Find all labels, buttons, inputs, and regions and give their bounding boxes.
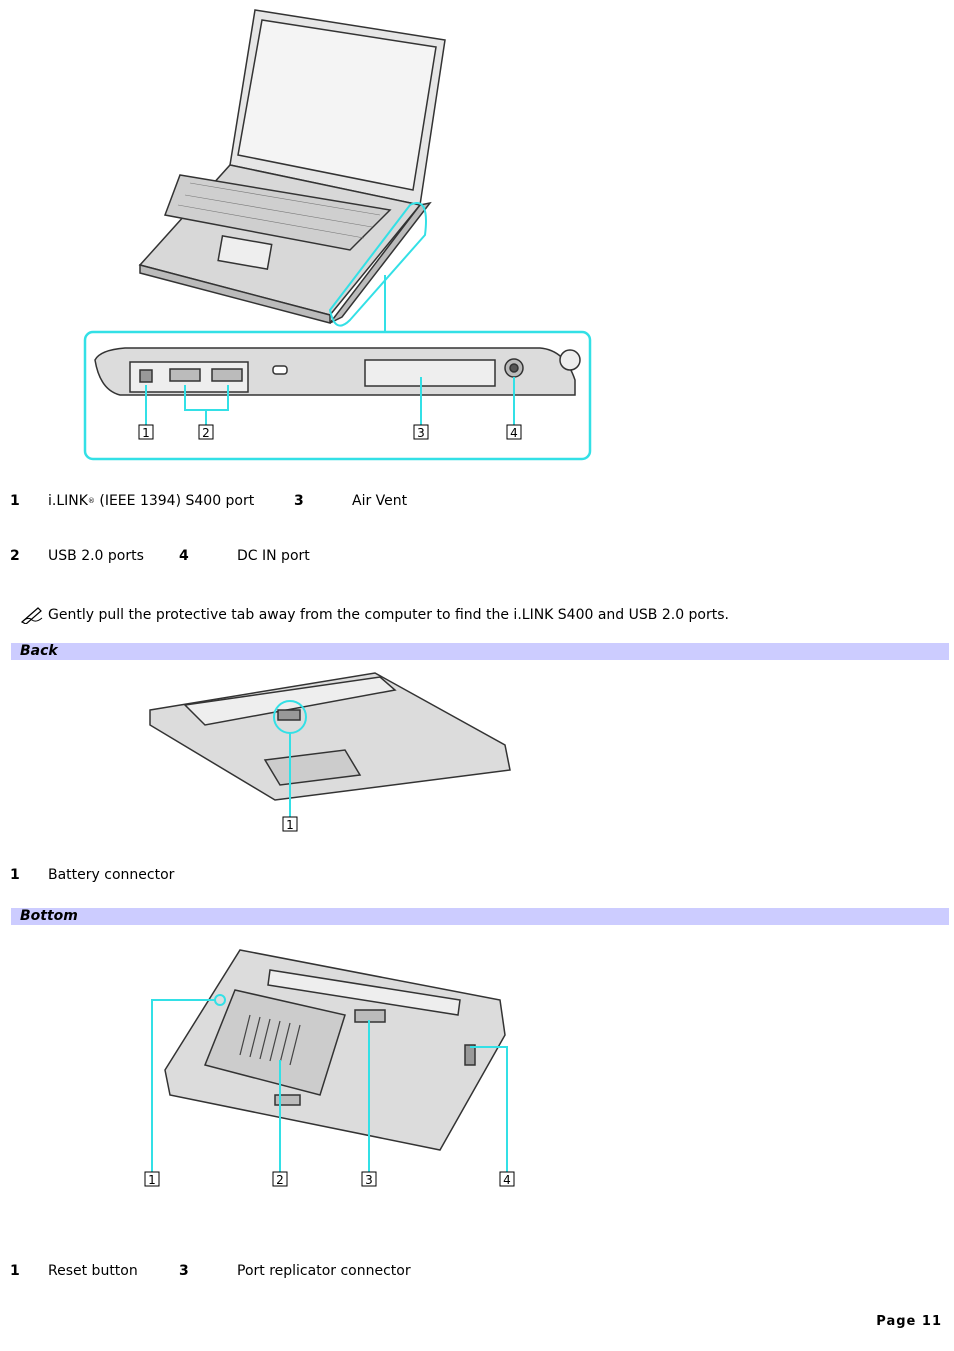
back-figure: 1 — [149, 672, 511, 832]
laptop-illustration — [138, 9, 446, 324]
note-text: Gently pull the protective tab away from… — [48, 607, 729, 623]
bottom-figure: 1 2 3 4 — [144, 949, 515, 1187]
pen-note-icon — [20, 607, 43, 624]
side-callout-4: 4 — [506, 424, 522, 440]
side-callout-3: 3 — [413, 424, 429, 440]
legend-label: DC IN port — [237, 548, 310, 564]
page-number: Page 11 — [876, 1314, 942, 1329]
legend-label: Port replicator connector — [237, 1263, 411, 1279]
svg-text:1: 1 — [286, 818, 294, 832]
laptop-back-illustration — [149, 672, 511, 801]
legend-num: 1 — [10, 1263, 20, 1279]
side-callout-2: 2 — [198, 424, 214, 440]
legend-label: i.LINK® (IEEE 1394) S400 port — [48, 493, 255, 509]
side-view-illustration — [94, 347, 581, 396]
legend-num: 1 — [10, 867, 20, 883]
legend-num: 3 — [294, 493, 304, 509]
svg-text:4: 4 — [510, 426, 518, 440]
bottom-callout-1: 1 — [144, 1171, 160, 1187]
legend-num: 2 — [10, 548, 20, 564]
section-bar-back: Back — [11, 643, 949, 660]
section-bar-bottom: Bottom — [11, 908, 949, 925]
bottom-callout-4: 4 — [499, 1171, 515, 1187]
svg-text:4: 4 — [503, 1173, 511, 1187]
legend-label: Battery connector — [48, 867, 175, 883]
svg-text:1: 1 — [142, 426, 150, 440]
back-callout-1: 1 — [282, 816, 298, 832]
legend-label: Reset button — [48, 1263, 138, 1279]
svg-text:2: 2 — [202, 426, 210, 440]
svg-text:1: 1 — [148, 1173, 156, 1187]
legend-num: 4 — [179, 548, 189, 564]
legend-label: USB 2.0 ports — [48, 548, 144, 564]
svg-text:3: 3 — [417, 426, 425, 440]
laptop-side-figure: 1 2 3 4 — [83, 9, 592, 461]
bottom-callout-3: 3 — [361, 1171, 377, 1187]
svg-text:3: 3 — [365, 1173, 373, 1187]
svg-text:2: 2 — [276, 1173, 284, 1187]
note: Gently pull the protective tab away from… — [20, 606, 729, 624]
side-callout-1: 1 — [138, 424, 154, 440]
legend-label: Air Vent — [352, 493, 408, 509]
legend-num: 1 — [10, 493, 20, 509]
laptop-bottom-illustration — [164, 949, 506, 1151]
legend-num: 3 — [179, 1263, 189, 1279]
bottom-callout-2: 2 — [272, 1171, 288, 1187]
